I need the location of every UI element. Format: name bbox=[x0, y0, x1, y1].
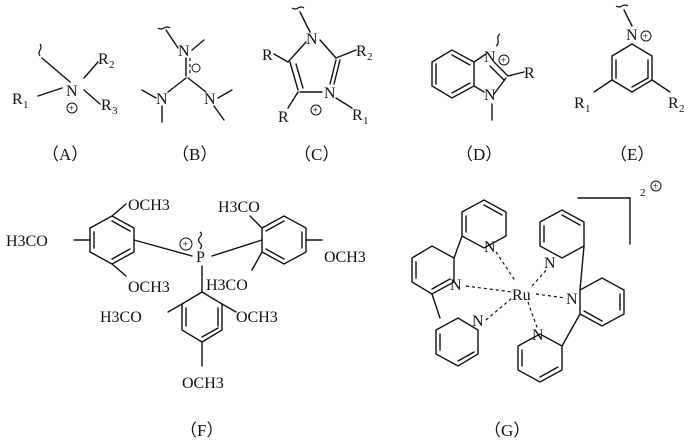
atom-r1: R bbox=[352, 107, 363, 124]
atom-r: R bbox=[278, 109, 289, 126]
atom-n: N bbox=[324, 85, 336, 102]
svg-text:3: 3 bbox=[112, 105, 118, 117]
structure-e: N + R 1 R 2 （E） bbox=[574, 4, 685, 164]
och3-label: OCH3 bbox=[182, 375, 224, 392]
atom-ru: Ru bbox=[512, 287, 531, 304]
atom-n: N bbox=[566, 291, 578, 308]
atom-n: N bbox=[204, 91, 216, 108]
plus-sign: + bbox=[653, 182, 659, 193]
atom-n: N bbox=[544, 255, 556, 272]
structure-b: N N N （B） bbox=[141, 26, 233, 164]
atom-n: N bbox=[532, 327, 544, 344]
atom-n: N bbox=[450, 277, 462, 294]
atom-n: N bbox=[484, 49, 496, 66]
svg-text:1: 1 bbox=[23, 99, 29, 111]
h3co-label: H3CO bbox=[6, 233, 48, 250]
och3-label: OCH3 bbox=[324, 249, 366, 266]
svg-text:2: 2 bbox=[109, 59, 115, 71]
label-d: （D） bbox=[456, 145, 502, 164]
svg-text:1: 1 bbox=[585, 103, 591, 115]
atom-r1: R bbox=[12, 91, 23, 108]
label-b: （B） bbox=[172, 145, 217, 164]
atom-r2: R bbox=[668, 95, 679, 112]
label-c: （C） bbox=[294, 145, 339, 164]
label-f: （F） bbox=[180, 421, 223, 440]
atom-n: N bbox=[484, 87, 496, 104]
atom-r1: R bbox=[574, 95, 585, 112]
atom-r: R bbox=[262, 47, 273, 64]
h3co-label: H3CO bbox=[218, 199, 260, 216]
plus-sign: + bbox=[313, 106, 319, 117]
svg-text:1: 1 bbox=[363, 115, 369, 127]
label-e: （E） bbox=[610, 145, 654, 164]
atom-n: N bbox=[178, 43, 190, 60]
atom-r3: R bbox=[101, 97, 112, 114]
atom-r2: R bbox=[356, 43, 367, 60]
plus-sign: + bbox=[183, 240, 189, 251]
label-a: （A） bbox=[42, 145, 88, 164]
atom-n: N bbox=[66, 83, 78, 100]
atom-n: N bbox=[472, 313, 484, 330]
atom-p: P bbox=[196, 249, 205, 266]
plus-sign: + bbox=[69, 104, 75, 115]
atom-n: N bbox=[306, 31, 318, 48]
h3co-label: H3CO bbox=[100, 309, 142, 326]
structure-g: Ru N N N N N N bbox=[411, 180, 662, 440]
label-g: （G） bbox=[484, 421, 530, 440]
och3-label: OCH3 bbox=[236, 309, 278, 326]
h3co-label: H3CO bbox=[206, 277, 248, 294]
svg-text:2: 2 bbox=[640, 187, 646, 199]
atom-r2: R bbox=[98, 51, 109, 68]
atom-r: R bbox=[524, 65, 535, 82]
atom-n: N bbox=[626, 27, 638, 44]
atom-n: N bbox=[156, 91, 168, 108]
atom-n: N bbox=[484, 239, 496, 256]
svg-text:2: 2 bbox=[679, 103, 685, 115]
structure-d: N + R N （D） bbox=[431, 33, 535, 164]
structure-f: P + OCH3 OCH3 H3CO H3CO H3CO OCH3 bbox=[6, 197, 366, 440]
och3-label: OCH3 bbox=[128, 197, 170, 214]
plus-sign: + bbox=[501, 56, 507, 67]
svg-text:2: 2 bbox=[367, 51, 373, 63]
structure-c: N N + R 2 R 1 R R （C） bbox=[262, 6, 373, 164]
structure-a: N + R 2 R 3 R 1 （A） bbox=[12, 43, 118, 164]
plus-sign: + bbox=[643, 32, 649, 43]
och3-label: OCH3 bbox=[128, 279, 170, 296]
